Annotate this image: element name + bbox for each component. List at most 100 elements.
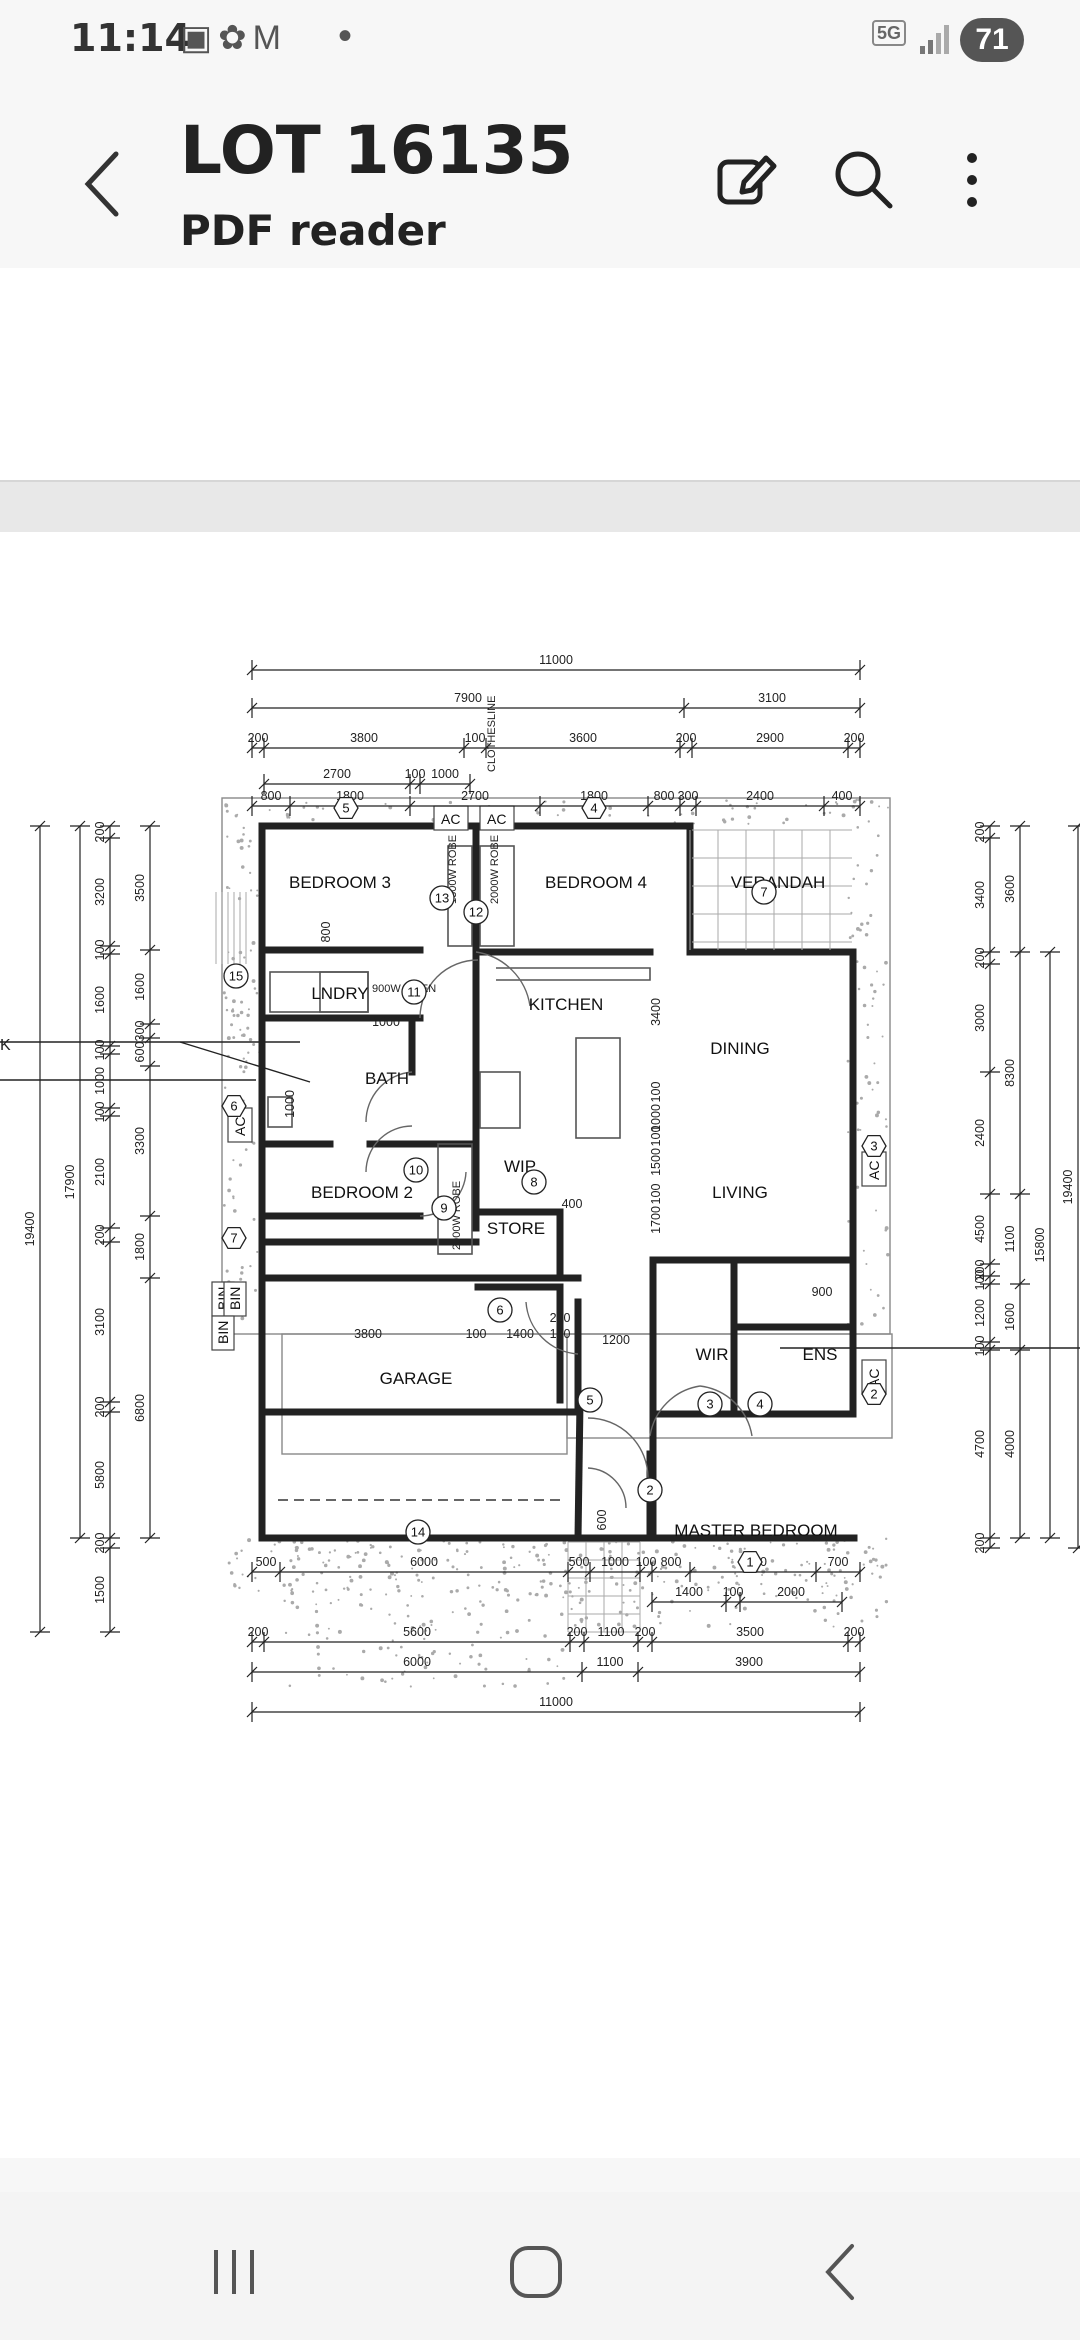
interior-dim-9: 1700 — [649, 1206, 663, 1234]
right-dim-b-1: 8300 — [1003, 1059, 1017, 1087]
status-time: 11:14 — [70, 16, 191, 60]
bottom-dim-r4-2: 3900 — [735, 1655, 763, 1669]
top-dim-r1-0: 11000 — [539, 653, 573, 667]
right-dim-d-0: 19400 — [1061, 1170, 1075, 1205]
top-dim-r3-3: 3600 — [569, 731, 597, 745]
marker-circle-4 — [577, 1387, 603, 1413]
search-icon[interactable] — [824, 140, 904, 220]
page-separator — [0, 480, 1080, 534]
left-dim-a-4: 100 — [93, 1040, 107, 1061]
marker-label-3: 4 — [756, 1397, 763, 1412]
recent-apps-icon[interactable] — [194, 2232, 274, 2312]
marker-hex-20 — [861, 1382, 887, 1406]
bottom-dim-r3-2: 200 — [567, 1625, 588, 1639]
right-dim-a-3: 3000 — [973, 1004, 987, 1032]
top-dim-r5-2: 2700 — [461, 789, 489, 803]
right-dim-a-6: 200 — [973, 1260, 987, 1281]
pdf-page-2[interactable]: BEDROOM 3 BEDROOM 4 VERANDAH LNDRY KITCH… — [0, 532, 1080, 2158]
bottom-dim-r1-5: 800 — [661, 1555, 682, 1569]
right-dim-a-4: 2400 — [973, 1119, 987, 1147]
marker-circle-10 — [401, 979, 427, 1005]
right-dim-a-11: 200 — [973, 1533, 987, 1554]
top-dim-r5-5: 300 — [678, 789, 699, 803]
marker-hex-16 — [581, 796, 607, 820]
left-dim-b-3: 600 — [133, 1042, 147, 1063]
left-dim-a-3: 1600 — [93, 986, 107, 1014]
home-icon[interactable] — [496, 2232, 576, 2312]
left-dim-a-12: 200 — [93, 1533, 107, 1554]
marker-hex-17 — [221, 1094, 247, 1118]
left-dim-a-9: 3100 — [93, 1308, 107, 1336]
label-robe-3: 2000W ROBE — [451, 1181, 463, 1250]
top-dim-r3-2: 100 — [465, 731, 486, 745]
top-dim-r5-0: 800 — [261, 789, 282, 803]
edit-icon[interactable] — [704, 140, 784, 220]
left-dim-d-0: 19400 — [23, 1212, 37, 1247]
right-dim-b-2: 1100 — [1003, 1226, 1017, 1253]
bottom-dim-r4-0: 6000 — [403, 1655, 431, 1669]
battery-icon: 71 — [960, 18, 1024, 62]
pdf-viewport[interactable]: BEDROOM 3 BEDROOM 4 VERANDAH LNDRY KITCH… — [0, 268, 1080, 2158]
app-subtitle: PDF reader — [180, 206, 446, 255]
room-dining: DINING — [710, 1039, 770, 1058]
interior-dim-12: 100 — [466, 1327, 487, 1341]
bottom-dim-r3-0: 200 — [248, 1625, 269, 1639]
interior-dim-8: 100 — [649, 1184, 663, 1205]
marker-label-11: 12 — [469, 905, 483, 920]
marker-circle-6 — [751, 879, 777, 905]
left-dim-b-1: 1600 — [133, 973, 147, 1001]
left-dim-a-0: 200 — [93, 822, 107, 843]
top-dim-r2-0: 7900 — [454, 691, 482, 705]
marker-circle-11 — [463, 899, 489, 925]
bottom-dim-r5-0: 11000 — [539, 1695, 573, 1709]
marker-label-20: 2 — [870, 1387, 877, 1402]
left-dim-b-6: 6800 — [133, 1394, 147, 1422]
left-dim-b-0: 3500 — [133, 874, 147, 902]
marker-hex-15 — [333, 796, 359, 820]
bottom-dim-r1-7: 700 — [828, 1555, 849, 1569]
interior-dim-16: 1200 — [602, 1333, 630, 1347]
label-ac-1: AC — [441, 811, 460, 827]
bottom-dim-r2-1: 100 — [723, 1585, 744, 1599]
label-robe-2: 2000W ROBE — [489, 835, 501, 904]
bottom-dim-r1-3: 1000 — [601, 1555, 629, 1569]
interior-dim-17: 900 — [812, 1285, 833, 1299]
top-dim-r4-2: 1000 — [431, 767, 459, 781]
marker-circle-8 — [431, 1195, 457, 1221]
room-bedroom-3: BEDROOM 3 — [289, 873, 391, 892]
left-dim-a-8: 200 — [93, 1225, 107, 1246]
more-vertical-icon[interactable] — [932, 140, 1012, 220]
marker-label-9: 10 — [409, 1163, 423, 1178]
right-dim-a-8: 1200 — [973, 1299, 987, 1327]
marker-label-17: 6 — [230, 1099, 237, 1114]
marker-circle-12 — [429, 885, 455, 911]
bottom-dim-r2-2: 2000 — [777, 1585, 805, 1599]
interior-dim-13: 1400 — [506, 1327, 534, 1341]
bottom-dim-r2-0: 1400 — [675, 1585, 703, 1599]
back-arrow-icon[interactable] — [82, 148, 122, 220]
marker-circle-7 — [521, 1169, 547, 1195]
bottom-dim-r1-1: 6000 — [410, 1555, 438, 1569]
marker-label-1: 2 — [646, 1483, 653, 1498]
interior-dim-14: 200 — [550, 1311, 571, 1325]
marker-label-19: 3 — [870, 1139, 877, 1154]
marker-circle-9 — [403, 1157, 429, 1183]
room-bath: BATH — [365, 1069, 409, 1088]
floor-plan-drawing: BEDROOM 3 BEDROOM 4 VERANDAH LNDRY KITCH… — [0, 653, 1080, 1722]
marker-label-13: 14 — [411, 1525, 425, 1540]
interior-dim-18: 600 — [595, 1510, 609, 1531]
right-dim-a-1: 3400 — [973, 881, 987, 909]
marker-label-5: 6 — [496, 1303, 503, 1318]
left-dim-c-0: 17900 — [63, 1165, 77, 1200]
marker-label-7: 8 — [530, 1175, 537, 1190]
marker-label-8: 9 — [440, 1201, 447, 1216]
status-bar: 11:14 ▣✿M • 5G 71 — [0, 0, 1080, 80]
room-living: LIVING — [712, 1183, 768, 1202]
back-nav-icon[interactable] — [800, 2232, 880, 2312]
interior-dim-0: 800 — [319, 922, 333, 943]
right-dim-a-5: 4500 — [973, 1215, 987, 1243]
bottom-dim-r3-1: 5600 — [403, 1625, 431, 1639]
right-dim-b-0: 3600 — [1003, 875, 1017, 903]
label-ac-2: AC — [487, 811, 506, 827]
interior-dim-15: 100 — [550, 1327, 571, 1341]
